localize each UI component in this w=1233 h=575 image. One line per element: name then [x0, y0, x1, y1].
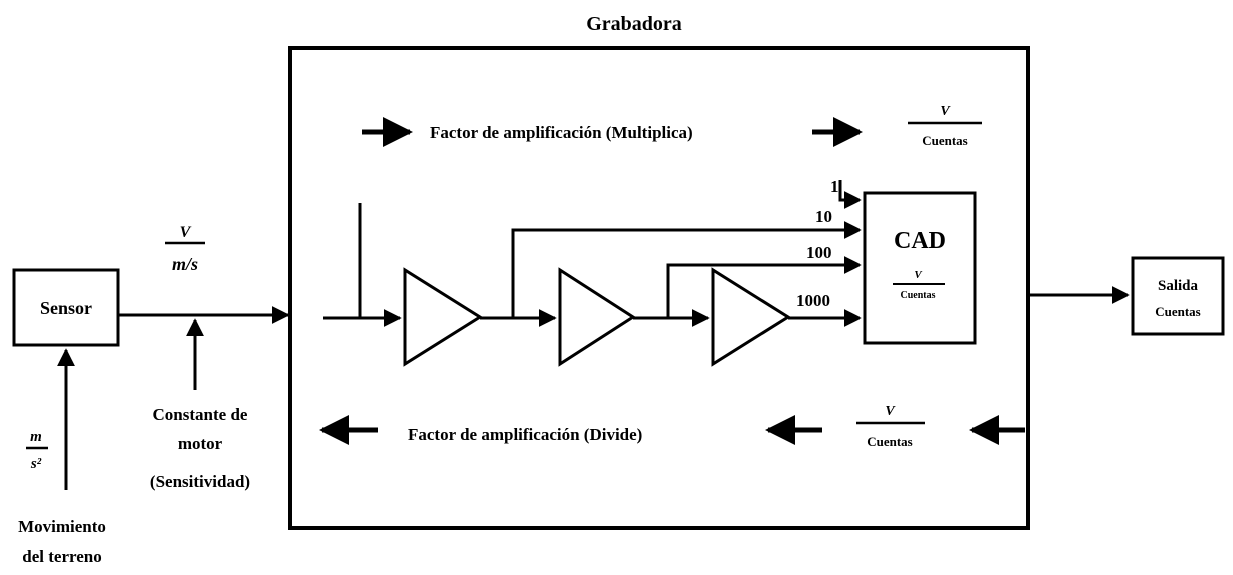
bottom-caption: Factor de amplificación (Divide): [408, 425, 642, 444]
gain-label-1: 1: [830, 177, 839, 196]
top-unit-den: Cuentas: [922, 133, 968, 148]
input-unit-num: m: [30, 429, 42, 445]
sensor-box: [12, 268, 120, 347]
constant-caption-line1: Constante de: [153, 405, 248, 424]
gain-label-10: 10: [815, 207, 832, 226]
sensor-unit-num: V: [180, 224, 192, 241]
bottom-unit-den: Cuentas: [867, 434, 913, 449]
top-unit-num: V: [940, 104, 951, 119]
input-caption-line2: del terreno: [22, 547, 101, 566]
amplifier-3: [711, 267, 791, 367]
gain-label-100: 100: [806, 243, 832, 262]
constant-caption-line2: motor: [178, 434, 223, 453]
gain-label-1000: 1000: [796, 291, 830, 310]
input-unit-den: s²: [30, 456, 42, 472]
sensor-unit-den: m/s: [172, 254, 198, 274]
adc-unit-num: V: [914, 269, 923, 281]
output-line2: Cuentas: [1155, 304, 1201, 319]
amplifier-2: [558, 267, 636, 367]
adc-box: [863, 191, 977, 345]
output-line1: Salida: [1158, 278, 1199, 294]
gain-100-path: [666, 256, 862, 318]
constant-caption-line3: (Sensitividad): [150, 472, 250, 491]
gain-10-path: [511, 221, 862, 318]
sensor-label: Sensor: [40, 298, 92, 318]
recorder-title: Grabadora: [586, 13, 682, 35]
adc-label: CAD: [894, 228, 946, 254]
amplifier-1: [403, 267, 483, 367]
adc-unit-den: Cuentas: [900, 290, 935, 301]
top-caption: Factor de amplificación (Multiplica): [430, 123, 693, 142]
recorder-box: [288, 46, 1030, 530]
gain-1-path: [838, 180, 862, 209]
output-box: [1131, 256, 1225, 336]
input-caption-line1: Movimiento: [18, 517, 106, 536]
bottom-unit-num: V: [885, 404, 896, 419]
